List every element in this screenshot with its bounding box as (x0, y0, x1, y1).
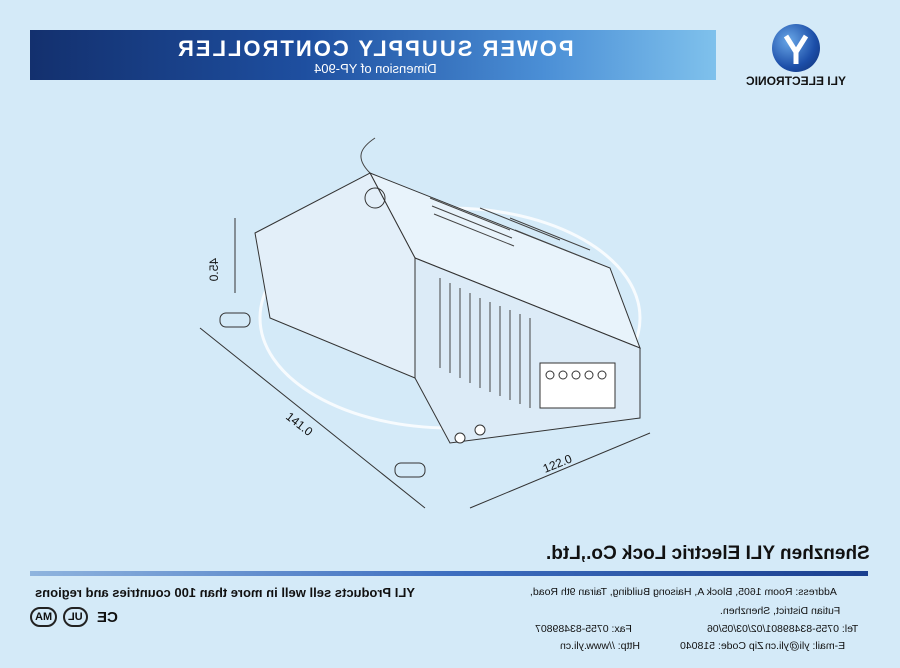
logo-text: YLI ELECTRONIC (745, 74, 846, 88)
page-subtitle: Dimension of YP-904 (313, 61, 437, 76)
header-bar (30, 30, 716, 80)
company-name: Shenzhen YLI Electric Lock Co.,Ltd. (546, 543, 870, 564)
contact-tel: Tel: 0755-83489801/02/03/05/06 (707, 623, 859, 635)
dim-length: 141.0 (283, 409, 316, 439)
divider (30, 571, 868, 576)
yli-logo-icon (772, 24, 820, 72)
dim-height: 45.0 (207, 258, 221, 282)
cert-ce-icon: CE (96, 608, 118, 626)
contact-fax: Fax: 0755-83489807 (535, 623, 632, 635)
address-line-2: Futian District, Shenzhen. (720, 605, 841, 617)
cert-ma-icon: MA (30, 607, 58, 627)
certification-icons: MA UL CE (30, 605, 130, 629)
dim-width: 122.0 (541, 451, 574, 475)
slogan: YLI Products sell well in more than 100 … (35, 585, 415, 600)
technical-drawing: 45.0 141.0 122.0 (180, 118, 680, 538)
page-title: POWER SUUPPLY CONTROLLER (176, 36, 574, 61)
address-line-1: Address: Room 1605, Block A, Haisong Bui… (530, 586, 837, 598)
contact-website: Http: //www.yli.cn (560, 640, 640, 652)
cert-ul-icon: UL (63, 607, 88, 627)
contact-email: E-mail: yli@yli.cn (765, 640, 846, 652)
contact-zip: Zip Code: 518040 (680, 640, 764, 652)
